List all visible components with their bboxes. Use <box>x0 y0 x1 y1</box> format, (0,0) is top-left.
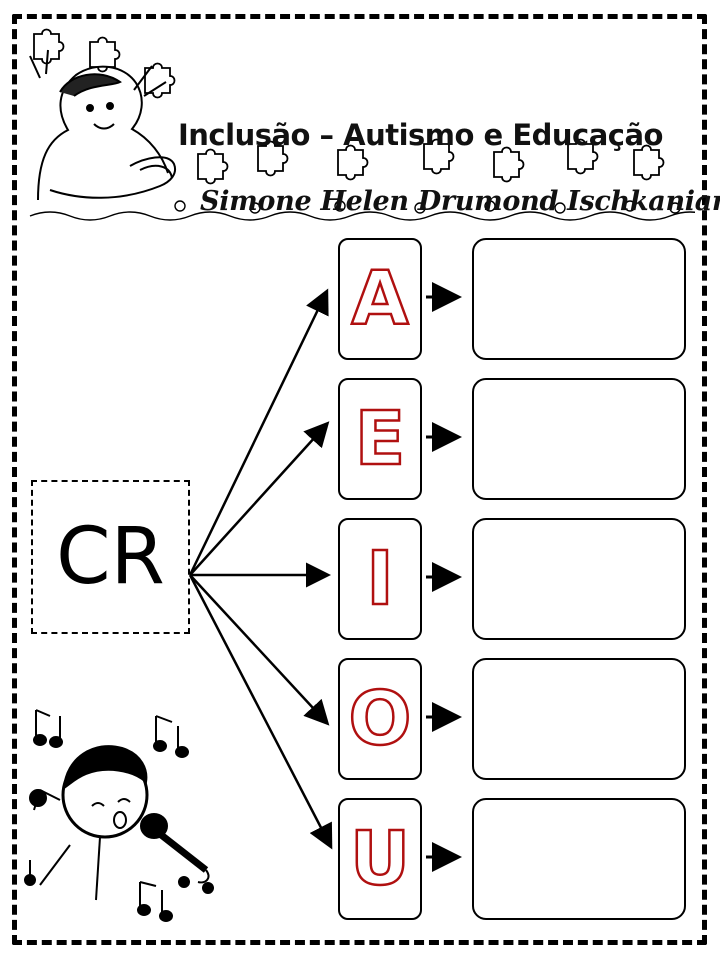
music-note-icon <box>24 860 214 894</box>
answer-box-i[interactable] <box>472 518 686 640</box>
arrow-to-a <box>188 288 329 576</box>
worksheet-header: Inclusão – Autismo e Educação Simone Hel… <box>20 20 720 225</box>
page-border <box>12 14 707 945</box>
vowel-letter: O <box>347 676 412 762</box>
vowel-letter: U <box>349 816 412 902</box>
header-illustration <box>29 28 695 221</box>
vowel-letter: I <box>365 536 395 622</box>
author-name: Simone Helen Drumond Ischkanian <box>200 186 720 217</box>
girl-icon <box>29 49 176 201</box>
vowel-box-e: E <box>338 378 422 500</box>
answer-box-e[interactable] <box>472 378 686 500</box>
arrow-to-u <box>188 574 333 850</box>
vowel-box-a: A <box>338 238 422 360</box>
page-title: Inclusão – Autismo e Educação <box>178 118 663 152</box>
arrow-to-o <box>189 574 330 726</box>
vowel-letter: A <box>350 256 410 342</box>
answer-box-a[interactable] <box>472 238 686 360</box>
syllable-box: CR <box>31 480 190 634</box>
vowel-box-o: O <box>338 658 422 780</box>
vowel-letter: E <box>353 396 406 482</box>
syllable-text: CR <box>56 512 165 602</box>
child-icon <box>29 745 210 901</box>
vowel-box-u: U <box>338 798 422 920</box>
music-note-icon <box>153 715 189 758</box>
music-note-icon <box>33 709 63 748</box>
answer-box-u[interactable] <box>472 798 686 920</box>
flower-border <box>29 200 695 221</box>
arrow-to-e <box>189 421 330 576</box>
music-note-icon <box>137 881 173 922</box>
vowel-box-i: I <box>338 518 422 640</box>
answer-box-o[interactable] <box>472 658 686 780</box>
